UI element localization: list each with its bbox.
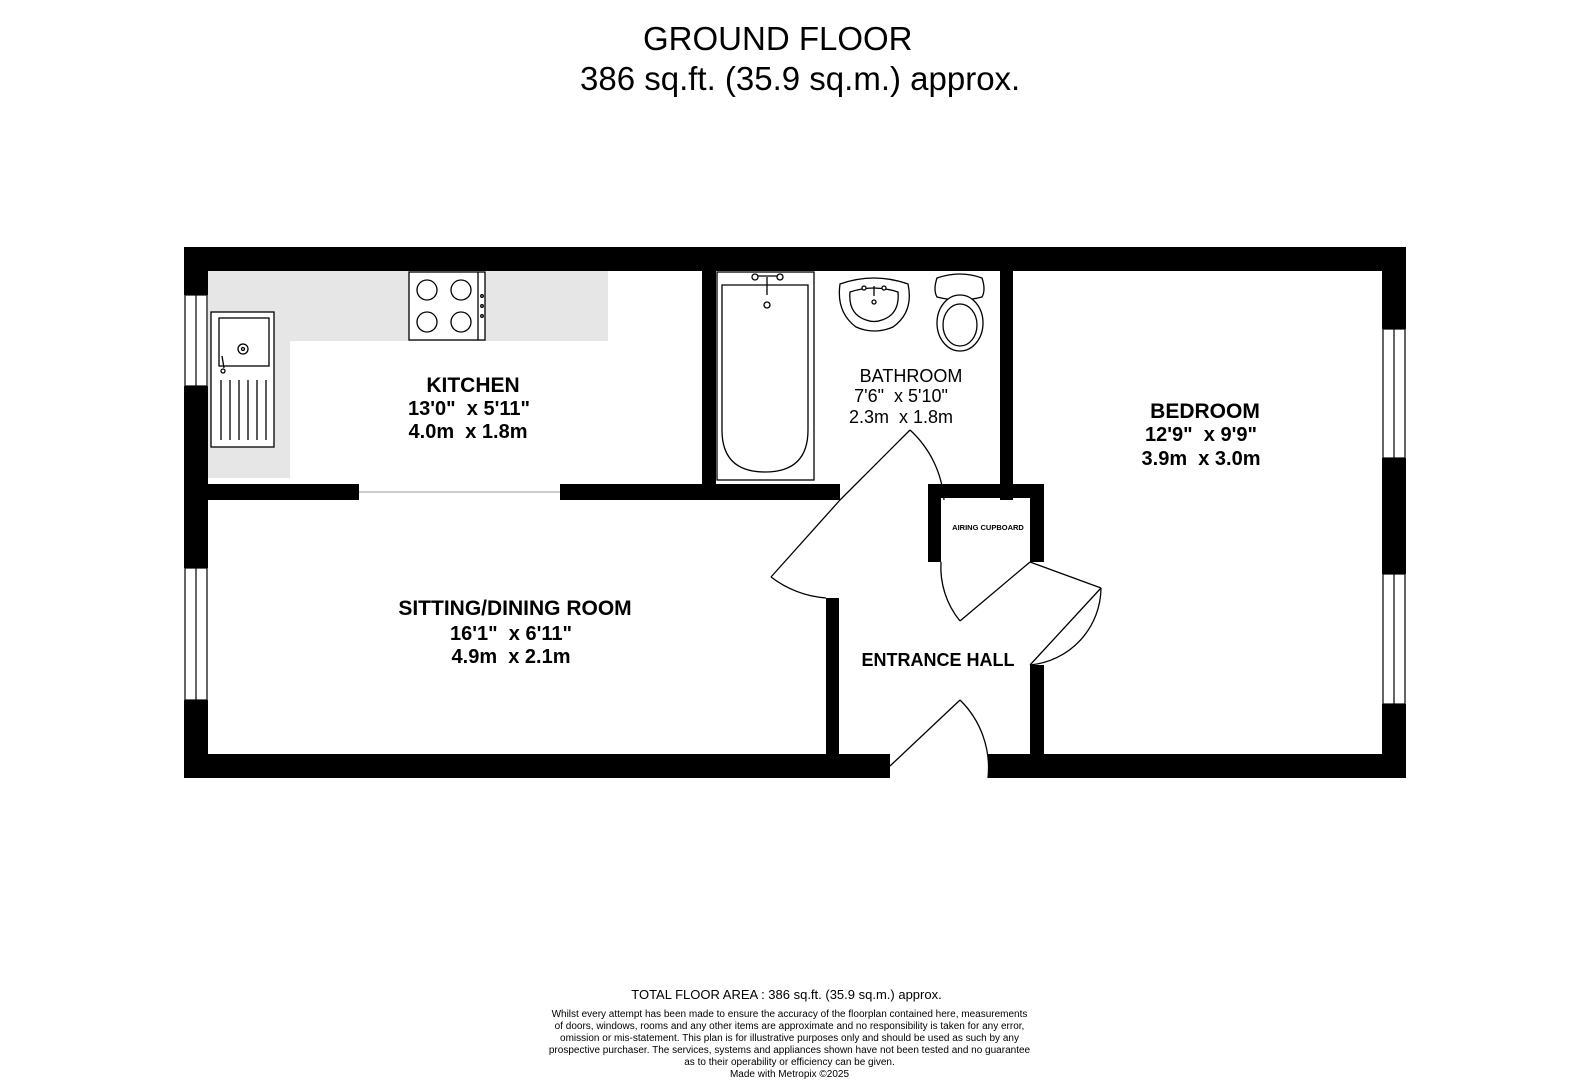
disclaimer: Whilst every attempt has been made to en… xyxy=(0,1009,1579,1081)
disclaimer-line: as to their operability or efficiency ca… xyxy=(684,1057,895,1068)
hob-icon xyxy=(408,271,486,341)
bedroom-imperial: 12'9" x 9'9" xyxy=(1145,424,1257,446)
walls xyxy=(184,247,1406,778)
bathroom-imperial: 7'6" x 5'10" xyxy=(854,386,948,406)
entrance-name: ENTRANCE HALL xyxy=(862,650,1015,670)
doors xyxy=(770,429,1102,779)
credit: Made with Metropix ©2025 xyxy=(729,1069,850,1080)
basin-icon xyxy=(838,277,910,332)
bedroom-metric: 3.9m x 3.0m xyxy=(1142,448,1261,470)
kitchen-name: KITCHEN xyxy=(426,374,519,397)
bedroom-name: BEDROOM xyxy=(1150,400,1260,423)
total-floor-area: TOTAL FLOOR AREA : 386 sq.ft. (35.9 sq.m… xyxy=(631,987,942,1002)
disclaimer-line: omission or mis-statement. This plan is … xyxy=(560,1033,1019,1044)
floor-name: GROUND FLOOR xyxy=(643,20,913,57)
sink-icon xyxy=(210,311,275,448)
disclaimer-line: Whilst every attempt has been made to en… xyxy=(551,1009,1028,1020)
toilet-icon xyxy=(934,273,985,352)
bathroom-name: BATHROOM xyxy=(860,366,963,386)
sitting-metric: 4.9m x 2.1m xyxy=(452,646,571,668)
kitchen-imperial: 13'0" x 5'11" xyxy=(408,398,530,420)
disclaimer-line: of doors, windows, rooms and any other i… xyxy=(554,1021,1025,1032)
bathroom-metric: 2.3m x 1.8m xyxy=(849,407,953,427)
airing-name: AIRING CUPBOARD xyxy=(952,523,1024,532)
windows xyxy=(184,294,1406,705)
sitting-imperial: 16'1" x 6'11" xyxy=(450,623,572,645)
disclaimer-line: prospective purchaser. The services, sys… xyxy=(548,1045,1031,1056)
bath-icon xyxy=(716,271,815,481)
footer: TOTAL FLOOR AREA : 386 sq.ft. (35.9 sq.m… xyxy=(0,987,1579,1081)
sitting-name: SITTING/DINING ROOM xyxy=(398,597,631,620)
room-labels: KITCHEN 13'0" x 5'11" 4.0m x 1.8m BATHRO… xyxy=(398,366,1260,670)
kitchen-metric: 4.0m x 1.8m xyxy=(409,421,528,443)
floor-area: 386 sq.ft. (35.9 sq.m.) approx. xyxy=(580,60,1021,97)
